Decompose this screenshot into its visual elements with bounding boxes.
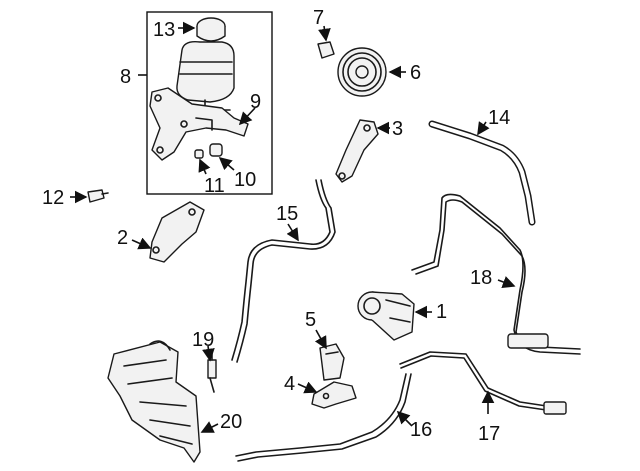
reservoir-bracket xyxy=(149,87,249,161)
lower-return-line xyxy=(235,373,412,462)
callout-16: 16 xyxy=(410,419,432,441)
callout-13: 13 xyxy=(153,19,175,41)
pulley-nut xyxy=(317,41,335,59)
callout-8: 8 xyxy=(120,66,131,88)
reservoir-assembly-box xyxy=(146,11,273,195)
pressure-line xyxy=(231,179,336,363)
callout-9: 9 xyxy=(250,91,261,113)
callout-10: 10 xyxy=(234,169,256,191)
mounting-bracket xyxy=(149,201,205,263)
power-steering-pump xyxy=(357,291,415,341)
leader-lines xyxy=(70,21,516,433)
oil-cooler xyxy=(107,340,201,463)
callout-14: 14 xyxy=(488,107,510,129)
callout-4: 4 xyxy=(284,373,295,395)
callout-20: 20 xyxy=(220,411,242,433)
callout-15: 15 xyxy=(276,203,298,225)
callout-17: 17 xyxy=(478,423,500,445)
grommet xyxy=(194,149,204,159)
callout-18: 18 xyxy=(470,267,492,289)
return-hose xyxy=(428,120,536,226)
callout-7: 7 xyxy=(313,7,324,29)
callout-12: 12 xyxy=(42,187,64,209)
pressure-hose xyxy=(411,193,581,355)
callout-1: 1 xyxy=(436,301,447,323)
callout-2: 2 xyxy=(117,227,128,249)
bolt xyxy=(87,189,109,203)
clamp-bracket xyxy=(319,343,345,381)
callout-3: 3 xyxy=(392,118,403,140)
callout-11: 11 xyxy=(204,175,225,197)
callout-19: 19 xyxy=(192,329,214,351)
return-line xyxy=(399,351,567,415)
pump-pulley xyxy=(337,47,387,97)
bushing xyxy=(209,143,223,157)
callout-5: 5 xyxy=(305,309,316,331)
reservoir-cap xyxy=(196,17,226,42)
pump-bracket xyxy=(335,119,379,183)
lower-bracket xyxy=(311,381,357,409)
callout-6: 6 xyxy=(410,62,421,84)
